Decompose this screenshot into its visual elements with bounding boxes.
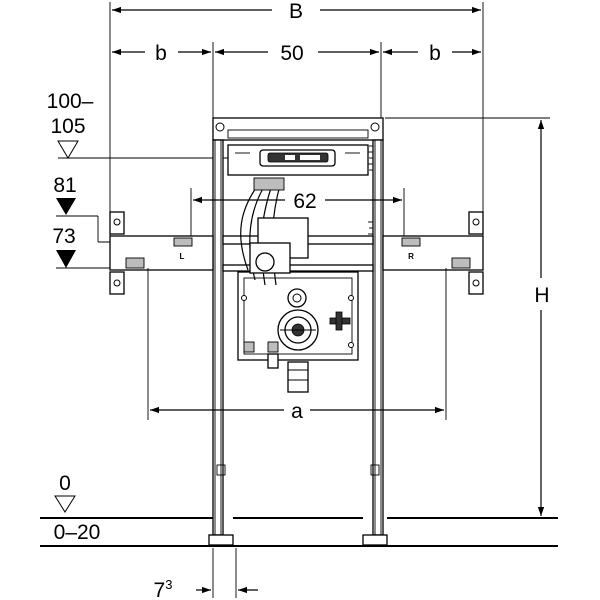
wall-bracket-right: R bbox=[382, 211, 484, 295]
label-73: 73 bbox=[52, 225, 75, 248]
bracket-clip-icon bbox=[125, 257, 145, 269]
label-100: 100– bbox=[47, 90, 94, 113]
label-b-right: b bbox=[429, 42, 441, 65]
label-L: L bbox=[180, 252, 185, 261]
mounting-frame bbox=[208, 117, 388, 546]
floor-reference: 0 0–20 bbox=[40, 472, 558, 547]
label-B: B bbox=[289, 0, 303, 23]
dimension-H: H bbox=[385, 117, 550, 516]
bracket-clip-icon bbox=[401, 237, 421, 247]
label-a: a bbox=[291, 400, 303, 423]
bracket-clip-icon bbox=[451, 257, 471, 269]
label-b-left: b bbox=[155, 42, 167, 65]
level-triangle-open-icon bbox=[54, 495, 76, 513]
flush-mechanism bbox=[237, 177, 359, 393]
wall-bracket-left: L bbox=[109, 211, 214, 295]
dimension-a: a bbox=[147, 268, 447, 423]
level-triangle-filled-icon bbox=[56, 198, 76, 215]
dimension-b-50-b: b 50 b bbox=[112, 42, 481, 120]
label-0-20: 0–20 bbox=[54, 521, 101, 544]
label-R: R bbox=[408, 252, 414, 261]
label-81: 81 bbox=[53, 174, 76, 197]
dimension-B: B bbox=[109, 0, 484, 240]
bracket-clip-icon bbox=[173, 237, 193, 247]
dimension-7: 73 bbox=[154, 548, 258, 600]
level-triangle-filled-icon bbox=[56, 250, 76, 268]
height-marker-100-105: 100– 105 bbox=[47, 90, 228, 159]
dimension-62: 62 bbox=[190, 188, 405, 236]
label-50: 50 bbox=[280, 42, 303, 65]
scale-ticks bbox=[368, 139, 373, 235]
label-H: H bbox=[534, 284, 549, 307]
level-triangle-open-icon bbox=[57, 140, 79, 159]
label-7: 73 bbox=[154, 577, 173, 600]
label-0: 0 bbox=[59, 472, 71, 495]
label-62: 62 bbox=[293, 190, 316, 213]
label-105: 105 bbox=[50, 115, 85, 138]
